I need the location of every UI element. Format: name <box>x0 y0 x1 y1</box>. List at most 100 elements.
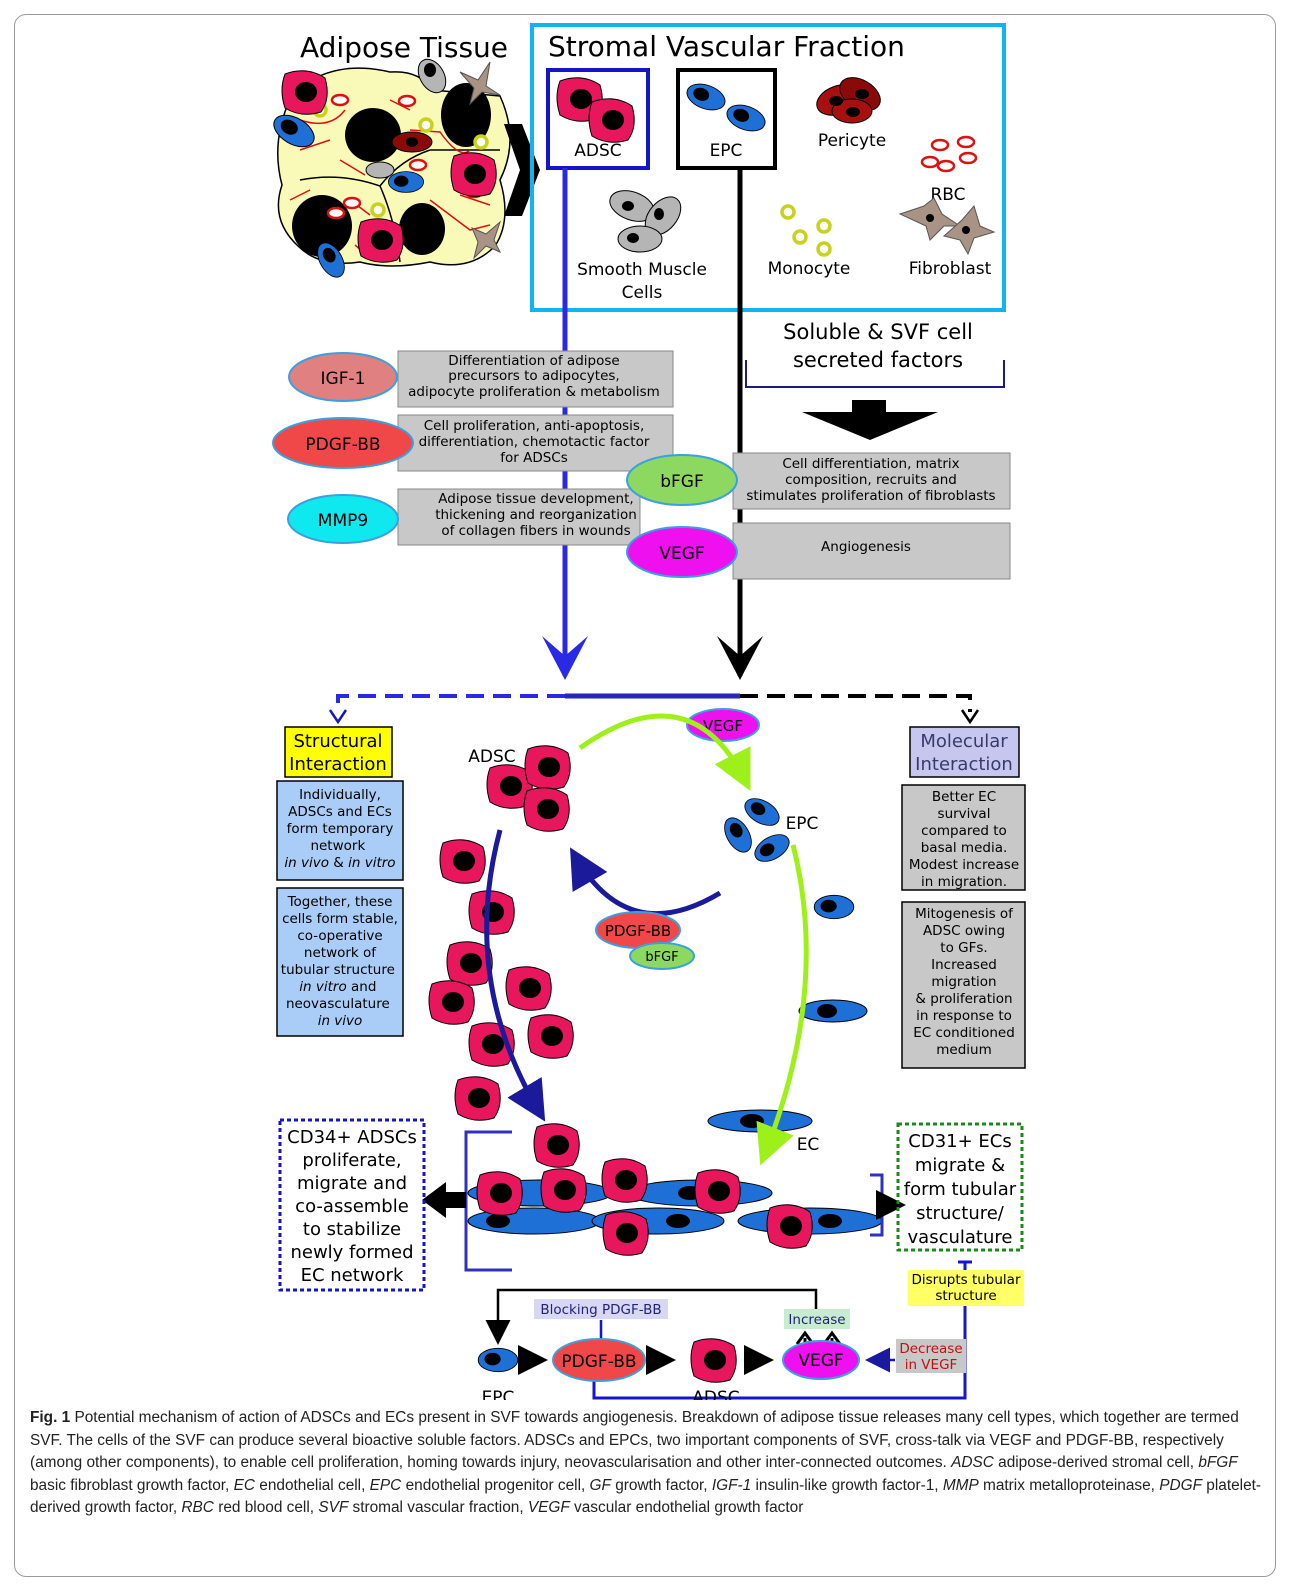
ec-green-arrow <box>756 844 809 1166</box>
bottom-pdgfbb-ellipse <box>552 1338 646 1382</box>
diagram-svg: Adipose Tissue Stromal Vascular Fraction… <box>267 23 1026 1400</box>
bottom-adsc-cell <box>690 1338 737 1383</box>
soluble-label-l1: Soluble & SVF cell <box>783 320 973 344</box>
soluble-bracket <box>745 360 1005 388</box>
abbr-definition: endothelial cell, <box>255 1476 370 1494</box>
igf1-label: IGF-1 <box>321 369 366 389</box>
adsc-navy-arrow <box>484 829 546 1122</box>
increase-box <box>784 1309 850 1329</box>
bfgf-label: bFGF <box>660 472 704 492</box>
abbr-term: VEGF <box>527 1499 570 1517</box>
molecular-title-l1: Molecular <box>920 731 1008 752</box>
right-outcome-box <box>896 1122 1024 1252</box>
igf1-ellipse <box>288 352 398 402</box>
middle-bfgf-ellipse <box>629 942 695 970</box>
mmp9-ellipse <box>287 494 399 544</box>
pericyte-label: Pericyte <box>818 131 886 151</box>
abbr-term: EC <box>233 1476 255 1494</box>
abbr-term: RBC <box>181 1499 214 1517</box>
bottom-loop-line <box>485 1288 818 1345</box>
connector-right-dashed <box>740 694 972 712</box>
abbr-definition: endothelial progenitor cell, <box>401 1476 590 1494</box>
molecular-title-box <box>909 726 1020 778</box>
epc-arrowhead <box>717 636 763 680</box>
middle-adsc-cluster <box>428 745 574 1121</box>
blocking-text: Blocking PDGF-BB <box>540 1302 661 1318</box>
abbr-term: EPC <box>369 1476 402 1494</box>
mmp9-desc: Adipose tissue development,thickening an… <box>435 491 637 539</box>
release-arrow <box>504 124 540 216</box>
bfgf-desc-box <box>732 452 1011 510</box>
pdgfbb-label: PDGF-BB <box>305 435 380 455</box>
soluble-arrow <box>802 400 938 440</box>
epc-box <box>676 68 777 170</box>
fibroblast-illustration <box>898 197 996 256</box>
middle-ec-label: EC <box>797 1135 820 1155</box>
fibroblast-label: Fibroblast <box>909 259 992 279</box>
vessel-network <box>467 1123 883 1256</box>
left-outcome-box <box>278 1118 426 1292</box>
abbr-definition: vascular endothelial growth factor <box>569 1499 804 1517</box>
soluble-label-l2: secreted factors <box>793 348 963 372</box>
vegf-desc: Angiogenesis <box>821 539 911 555</box>
left-outcome-arrow <box>422 1182 466 1218</box>
pdgfbb-ellipse <box>272 417 414 469</box>
abbr-definition: insulin-like growth factor-1, <box>751 1476 943 1494</box>
vegf-label: VEGF <box>659 544 704 564</box>
molecular-box2 <box>901 901 1026 1069</box>
caption-abbreviations: ADSC adipose-derived stromal cell, bFGF … <box>30 1454 1261 1516</box>
decrease-box <box>896 1339 966 1373</box>
pdgfbb-desc-box <box>397 414 674 472</box>
bottom-vegf-ellipse <box>782 1340 860 1380</box>
connector-left-dashed <box>336 694 565 712</box>
bottom-inhibit-line <box>592 1260 972 1400</box>
bottom-adsc-label: ADSC <box>692 1388 739 1400</box>
structural-title-l2: Interaction <box>289 754 387 775</box>
disrupts-box <box>908 1270 1024 1306</box>
monocyte-label: Monocyte <box>768 259 851 279</box>
abbr-definition: platelet-derived growth factor, <box>30 1476 1262 1517</box>
abbr-definition: matrix metalloproteinase, <box>978 1476 1160 1494</box>
middle-vegf-label: VEGF <box>703 717 743 735</box>
smc-label-l2: Cells <box>622 283 663 303</box>
monocyte-illustration <box>780 204 832 257</box>
abbr-term: SVF <box>318 1499 349 1517</box>
middle-adsc-label: ADSC <box>468 747 515 767</box>
structural-title-box <box>284 726 393 778</box>
abbr-term: bFGF <box>1198 1454 1238 1472</box>
bottom-pdgfbb-label: PDGF-BB <box>561 1352 636 1372</box>
svf-adsc-label: ADSC <box>574 141 621 161</box>
rbc-illustration <box>920 135 978 173</box>
abbr-definition: adipose-derived stromal cell, <box>993 1454 1199 1472</box>
middle-bfgf-label: bFGF <box>645 950 678 965</box>
figure-frame <box>14 14 1276 1577</box>
vegf-desc-box <box>732 522 1011 580</box>
svf-epc-label: EPC <box>710 141 743 161</box>
middle-pdgfbb-label: PDGF-BB <box>605 922 671 940</box>
abbr-term: PDGF <box>1159 1476 1203 1494</box>
vegf-ellipse <box>626 526 738 578</box>
mmp9-desc-box <box>397 488 641 546</box>
abbr-definition: basic fibroblast growth factor, <box>30 1476 234 1494</box>
abbr-term: IGF-1 <box>711 1476 752 1494</box>
rbc-label: RBC <box>930 185 965 205</box>
molecular-box1 <box>901 784 1026 891</box>
middle-epc-label: EPC <box>786 814 819 834</box>
abbr-term: GF <box>589 1476 611 1494</box>
mmp9-label: MMP9 <box>318 511 368 531</box>
pdgfbb-desc: Cell proliferation, anti-apoptosis,diffe… <box>419 418 650 466</box>
adsc-arrowhead <box>542 636 588 680</box>
adipose-title: Adipose Tissue <box>300 31 508 64</box>
caption-main: Potential mechanism of action of ADSCs a… <box>30 1409 1239 1472</box>
abbr-definition: stromal vascular fraction, <box>348 1499 528 1517</box>
smc-label-l1: Smooth Muscle <box>577 260 707 280</box>
bottom-epc-label: EPC <box>482 1388 515 1400</box>
abbr-definition: growth factor, <box>610 1476 712 1494</box>
vegf-green-arrow <box>578 713 751 791</box>
